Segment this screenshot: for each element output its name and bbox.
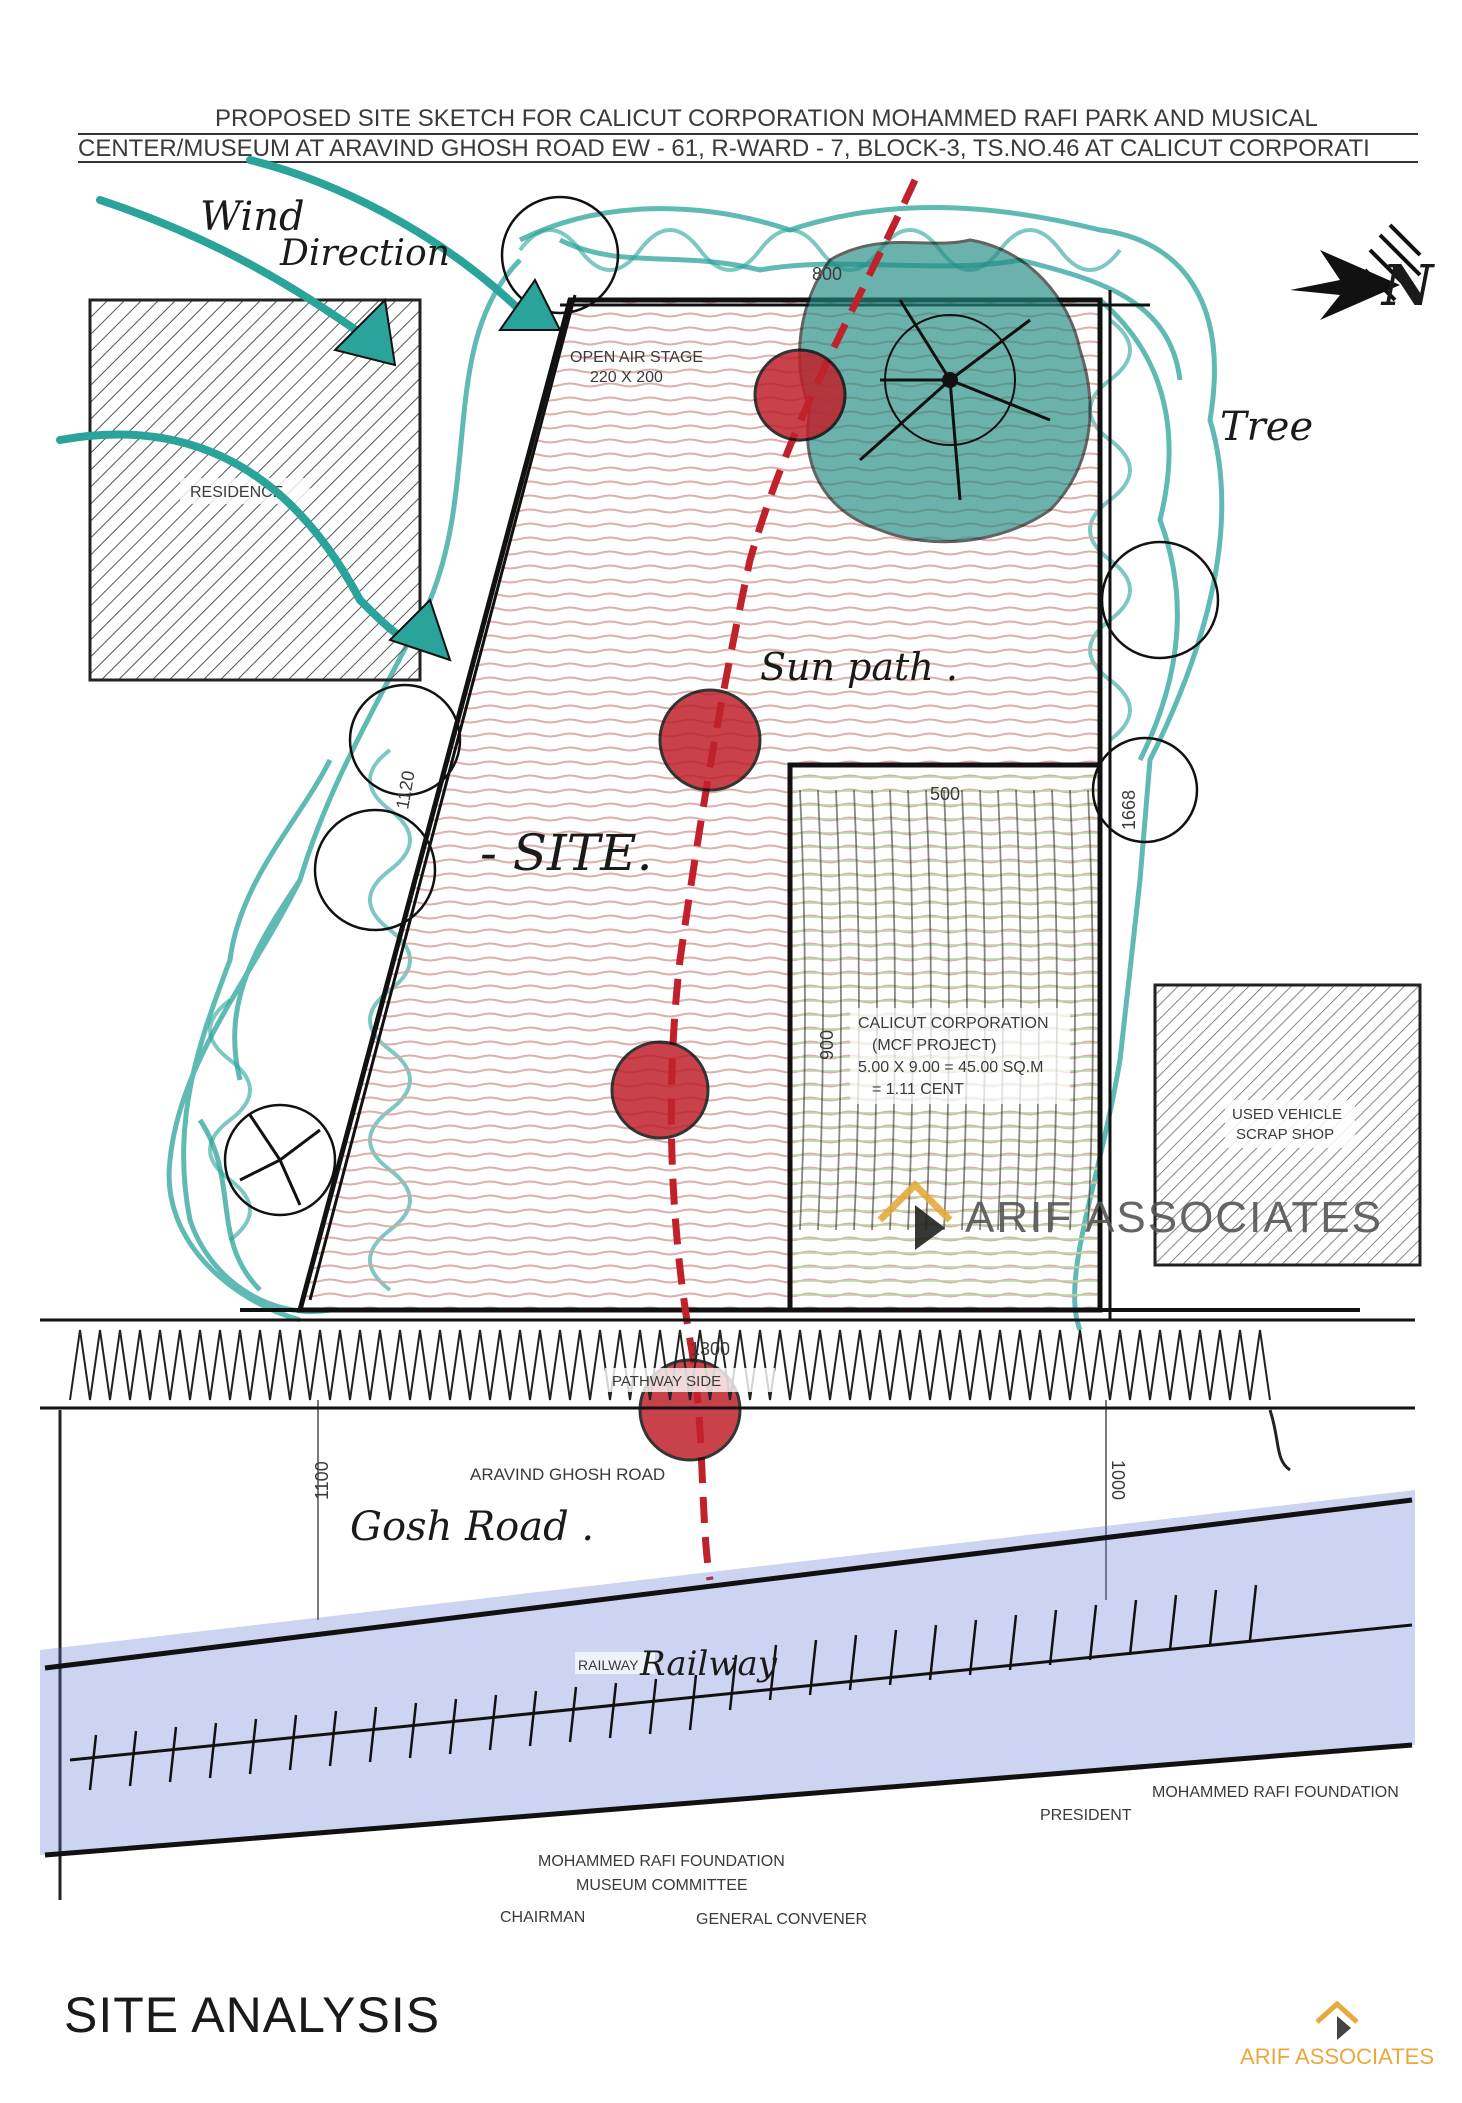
railway-label: RAILWAY — [578, 1657, 639, 1673]
residence-label: RESIDENCE — [190, 484, 283, 501]
brand-name: ARIF ASSOCIATES — [1240, 2044, 1434, 2069]
page-caption: SITE ANALYSIS — [64, 1987, 441, 2043]
pathway-label: PATHWAY SIDE — [612, 1373, 721, 1390]
dim-corp: 900 — [817, 1030, 837, 1060]
residence-block: RESIDENCE — [88, 298, 422, 682]
dim-stage: 500 — [930, 784, 960, 804]
wind-note: Wind — [200, 194, 305, 240]
dimension-labels: 800 500 1668 1120 900 1300 1100 1000 — [312, 264, 1139, 1500]
dim-front: 1300 — [690, 1339, 730, 1359]
pathway-strip: PATHWAY SIDE — [40, 1318, 1415, 1410]
railway-band: RAILWAY — [40, 1490, 1415, 1858]
president-label: PRESIDENT — [1040, 1807, 1132, 1824]
watermark: ARIF ASSOCIATES — [877, 1180, 1383, 1250]
dim-road-right: 1000 — [1108, 1460, 1128, 1500]
brand-logo-icon — [1315, 2000, 1359, 2040]
general-convener-label: GENERAL CONVENER — [696, 1911, 867, 1928]
north-letter: N — [1380, 253, 1435, 319]
title-line-2: CENTER/MUSEUM AT ARAVIND GHOSH ROAD EW -… — [78, 135, 1370, 162]
large-tree — [798, 238, 1092, 544]
foundation-center-label: MOHAMMED RAFI FOUNDATION — [538, 1853, 785, 1870]
small-trees — [223, 195, 1220, 1217]
aravind-road-label: ARAVIND GHOSH ROAD — [470, 1465, 665, 1484]
scrap-label-2: SCRAP SHOP — [1236, 1126, 1334, 1143]
foundation-right-label: MOHAMMED RAFI FOUNDATION — [1152, 1784, 1399, 1801]
corp-label-4: = 1.11 CENT — [872, 1081, 964, 1098]
chairman-label: CHAIRMAN — [500, 1909, 585, 1926]
corp-label-1: CALICUT CORPORATION — [858, 1015, 1049, 1032]
museum-committee-label: MUSEUM COMMITTEE — [576, 1877, 748, 1894]
north-arrow-icon: N — [1290, 223, 1435, 320]
handwritten-annotations: Wind Direction Tree Sun path . - SITE. G… — [200, 194, 1313, 1684]
signature-block: MOHAMMED RAFI FOUNDATION PRESIDENT MOHAM… — [500, 1784, 1399, 1928]
watermark-text: ARIF ASSOCIATES — [965, 1193, 1383, 1242]
footer-brand: ARIF ASSOCIATES — [1240, 2000, 1434, 2070]
corp-label-3: 5.00 X 9.00 = 45.00 SQ.M — [858, 1059, 1043, 1076]
sun-path-note: Sun path . — [760, 645, 958, 689]
scrap-label-1: USED VEHICLE — [1232, 1106, 1342, 1123]
corp-label-2: (MCF PROJECT) — [872, 1037, 996, 1054]
direction-note: Direction — [279, 233, 450, 274]
dim-right: 1668 — [1119, 790, 1139, 830]
scrap-shop-block: USED VEHICLE SCRAP SHOP — [1153, 983, 1422, 1267]
road-lines — [58, 1400, 1291, 1900]
dim-road-left: 1100 — [312, 1461, 332, 1500]
gosh-road-note: Gosh Road . — [350, 1504, 594, 1550]
sketch-title: PROPOSED SITE SKETCH FOR CALICUT CORPORA… — [78, 105, 1418, 163]
title-line-1: PROPOSED SITE SKETCH FOR CALICUT CORPORA… — [215, 105, 1318, 132]
star-tree-icon — [239, 1114, 321, 1206]
dim-left: 1120 — [392, 769, 418, 811]
wind-arrowheads — [333, 278, 562, 662]
open-air-stage-label: OPEN AIR STAGE — [570, 349, 703, 366]
tree-note: Tree — [1220, 404, 1313, 450]
dim-top: 800 — [812, 264, 842, 284]
open-air-stage-dims: 220 X 200 — [590, 369, 663, 386]
railway-note: Railway — [639, 1644, 778, 1684]
site-note: - SITE. — [480, 824, 653, 882]
